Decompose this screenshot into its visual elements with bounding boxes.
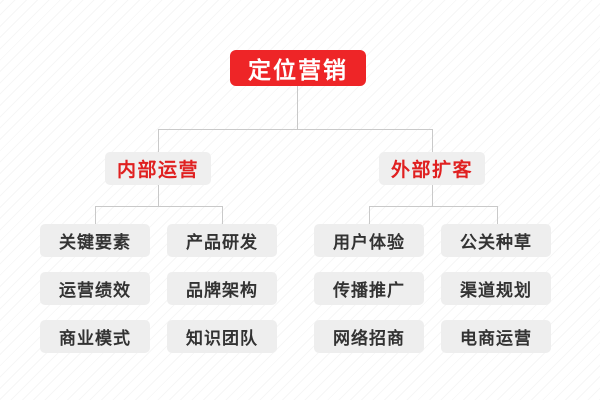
connector-root-stem (297, 86, 298, 129)
leaf-node-label: 运营绩效 (59, 281, 131, 300)
leaf-node-label: 传播推广 (333, 281, 405, 300)
connector-root-to-branch-right (432, 129, 433, 152)
root-node-dingweiyingxiao[interactable]: 定位营销 (230, 50, 366, 86)
connector-branch-left-crossbar (95, 206, 223, 207)
connector-root-to-branch-left (158, 129, 159, 152)
leaf-node-label: 渠道规划 (460, 281, 532, 300)
leaf-node-chanpinyanfa[interactable]: 产品研发 (167, 224, 277, 257)
leaf-node-qudaoguihua[interactable]: 渠道规划 (441, 272, 551, 305)
leaf-node-label: 关键要素 (59, 233, 131, 252)
leaf-node-gongguanzhongcao[interactable]: 公关种草 (441, 224, 551, 257)
connector-root-crossbar (158, 129, 433, 130)
leaf-node-label: 用户体验 (333, 233, 405, 252)
leaf-node-yunyingjixiao[interactable]: 运营绩效 (40, 272, 150, 305)
leaf-node-label: 网络招商 (333, 329, 405, 348)
leaf-node-label: 商业模式 (59, 329, 131, 348)
leaf-node-label: 公关种草 (460, 233, 532, 252)
connector-branch-right-to-col1 (369, 206, 370, 224)
leaf-node-label: 知识团队 (186, 329, 258, 348)
branch-node-waibukuoke[interactable]: 外部扩客 (379, 152, 485, 185)
leaf-node-shangyemoshi[interactable]: 商业模式 (40, 320, 150, 353)
connector-branch-right-to-col2 (497, 206, 498, 224)
leaf-node-yonghutiyan[interactable]: 用户体验 (314, 224, 424, 257)
leaf-node-dianshangyunying[interactable]: 电商运营 (441, 320, 551, 353)
leaf-node-chuanbotuiguang[interactable]: 传播推广 (314, 272, 424, 305)
branch-node-neibuyunying[interactable]: 内部运营 (105, 152, 211, 185)
leaf-node-guanjianyaosu[interactable]: 关键要素 (40, 224, 150, 257)
leaf-node-label: 品牌架构 (186, 281, 258, 300)
connector-branch-right-crossbar (369, 206, 497, 207)
leaf-node-wangluozhaoshang[interactable]: 网络招商 (314, 320, 424, 353)
connector-branch-left-to-col2 (222, 206, 223, 224)
connector-branch-right-stem (432, 185, 433, 206)
connector-branch-left-stem (158, 185, 159, 206)
connector-branch-left-to-col1 (95, 206, 96, 224)
leaf-node-pinpaijiagou[interactable]: 品牌架构 (167, 272, 277, 305)
leaf-node-label: 电商运营 (460, 329, 532, 348)
leaf-node-label: 产品研发 (186, 233, 258, 252)
root-node-label: 定位营销 (248, 57, 348, 83)
branch-node-label: 内部运营 (116, 160, 199, 181)
leaf-node-zhishituandui[interactable]: 知识团队 (167, 320, 277, 353)
branch-node-label: 外部扩客 (390, 160, 473, 181)
